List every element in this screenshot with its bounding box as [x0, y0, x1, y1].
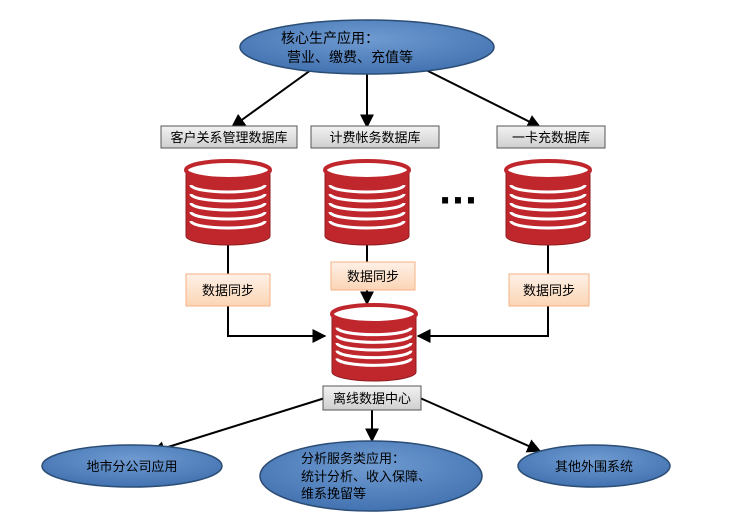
- billing-db-label-box: 计费帐务数据库: [310, 125, 440, 149]
- crm-db-label: 客户关系管理数据库: [170, 130, 287, 146]
- sync-label-left: 数据同步: [202, 284, 254, 299]
- other-peripheral-systems: 其他外围系统: [517, 444, 671, 488]
- sync-box-left: 数据同步: [185, 273, 271, 307]
- billing-db-label: 计费帐务数据库: [329, 130, 420, 146]
- arrow-top-to-card: [409, 61, 542, 128]
- sync-box-middle: 数据同步: [330, 261, 416, 291]
- other-systems-label: 其他外围系统: [555, 460, 633, 475]
- offline-data-center-label-box: 离线数据中心: [322, 385, 422, 411]
- sync-label-middle: 数据同步: [347, 270, 399, 285]
- billing-database-icon: [323, 159, 411, 246]
- card-db-label-box: 一卡充数据库: [496, 125, 606, 149]
- analysis-app-line2: 统计分析、收入保障、: [301, 470, 431, 485]
- analysis-service-app: 分析服务类应用： 统计分析、收入保障、 维系挽留等: [259, 440, 483, 512]
- sync-box-right: 数据同步: [508, 273, 590, 307]
- arrow-sync-left-to-center: [227, 306, 327, 343]
- crm-db-label-box: 客户关系管理数据库: [160, 125, 298, 149]
- offline-data-center-label: 离线数据中心: [333, 391, 411, 407]
- arrow-center-to-left: [150, 397, 326, 455]
- card-db-label: 一卡充数据库: [512, 130, 590, 146]
- offline-data-center-database-icon: [330, 303, 418, 382]
- arrow-center-to-right: [419, 397, 542, 453]
- city-branch-app-label: 地市分公司应用: [86, 459, 177, 475]
- crm-database-icon: [184, 159, 272, 246]
- core-production-app: 核心生产应用： 营业、缴费、充值等: [239, 19, 495, 75]
- analysis-app-line1: 分析服务类应用：: [301, 451, 405, 467]
- city-branch-app: 地市分公司应用: [41, 444, 223, 488]
- sync-label-right: 数据同步: [523, 284, 575, 299]
- analysis-app-line3: 维系挽留等: [301, 486, 366, 502]
- card-database-icon: [504, 159, 592, 246]
- core-app-line2: 营业、缴费、充值等: [287, 49, 413, 66]
- arrow-top-to-crm: [230, 61, 323, 128]
- arrow-sync-right-to-center: [416, 306, 549, 343]
- core-app-line1: 核心生产应用：: [281, 30, 379, 47]
- more-databases-ellipsis: ···: [439, 181, 478, 221]
